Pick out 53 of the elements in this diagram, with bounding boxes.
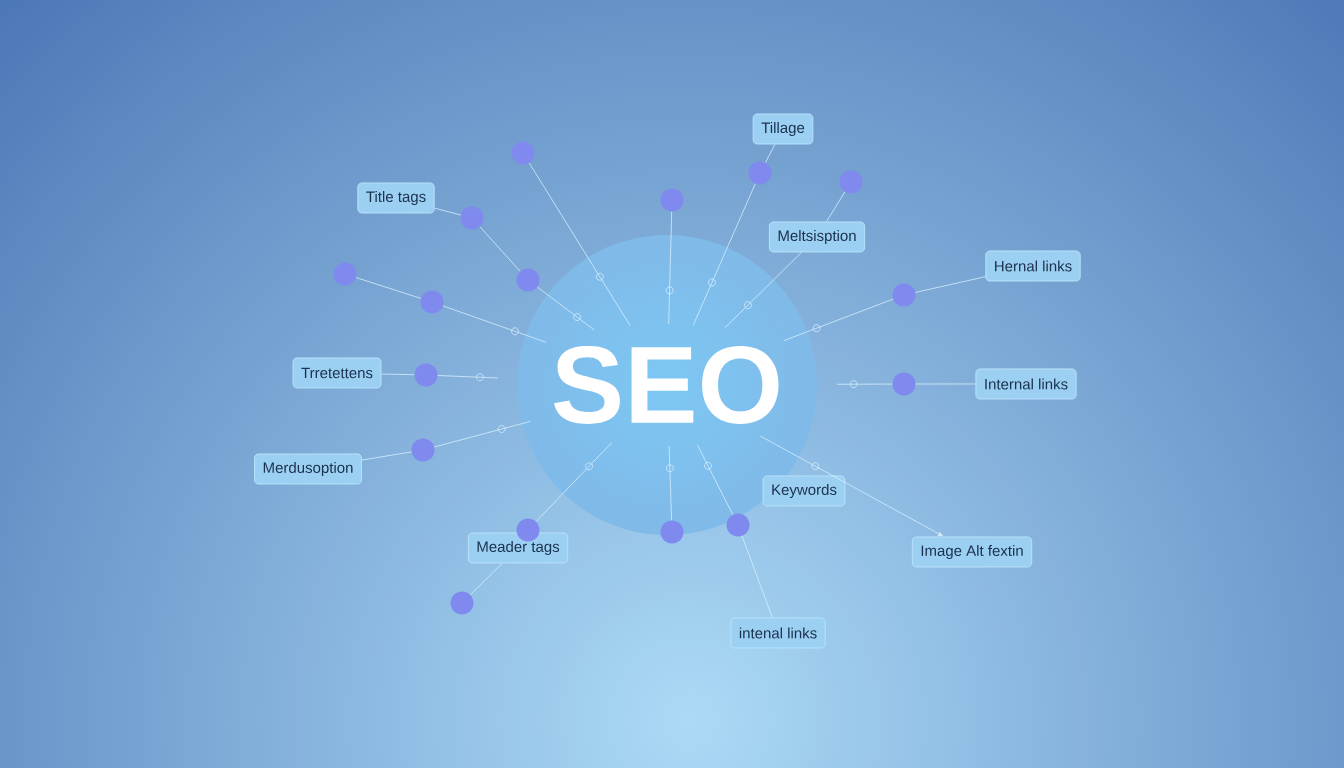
label-box: Meltsisption [768, 221, 866, 253]
connector-line [697, 444, 734, 515]
label-box: Trretettens [292, 357, 382, 389]
heading-text: SEO [554, 346, 779, 424]
connector-line [783, 298, 894, 342]
label-box: Keywords [762, 475, 846, 507]
connector-line [724, 252, 802, 329]
dot [333, 262, 357, 286]
label-box: Hernal links [985, 250, 1081, 282]
connector-line [915, 383, 976, 385]
connector-line [665, 211, 674, 325]
dot [516, 268, 540, 292]
connector-line [665, 445, 674, 521]
connector-line [836, 380, 893, 389]
dot [420, 290, 444, 314]
connector-line [355, 277, 422, 299]
connector-line [479, 226, 521, 272]
connector-line [915, 276, 986, 293]
dot [460, 206, 484, 230]
label-box: Tillage [752, 113, 814, 145]
connector-line [765, 144, 776, 164]
dot [511, 141, 535, 165]
label-box: intenal links [730, 617, 826, 649]
dot [411, 438, 435, 462]
dot [892, 283, 916, 307]
connector-line [759, 435, 944, 537]
label-box: Merdusoption [254, 453, 362, 485]
connector-line [434, 207, 462, 216]
connector-line [826, 191, 846, 222]
connector-line [741, 535, 773, 618]
dot [839, 170, 863, 194]
connector-line [536, 286, 595, 331]
connector-line [535, 442, 613, 522]
dot [660, 188, 684, 212]
connector-line [437, 373, 499, 382]
dot [414, 363, 438, 387]
connector-line [381, 373, 415, 376]
label-box: Title tags [357, 182, 435, 214]
dot [660, 520, 684, 544]
connector-line [528, 162, 631, 326]
label-box: Meader tags [467, 532, 569, 564]
dot [516, 518, 540, 542]
dot [748, 161, 772, 185]
connector-line [433, 420, 531, 448]
dot [726, 513, 750, 537]
dot [450, 591, 474, 615]
connector-line [469, 563, 503, 596]
connector-line [693, 183, 756, 326]
connector-line [361, 451, 412, 461]
label-box: Internal links [975, 368, 1077, 400]
label-box: Image Alt fextin [911, 536, 1033, 568]
connector-line [442, 305, 547, 343]
dot [892, 372, 916, 396]
